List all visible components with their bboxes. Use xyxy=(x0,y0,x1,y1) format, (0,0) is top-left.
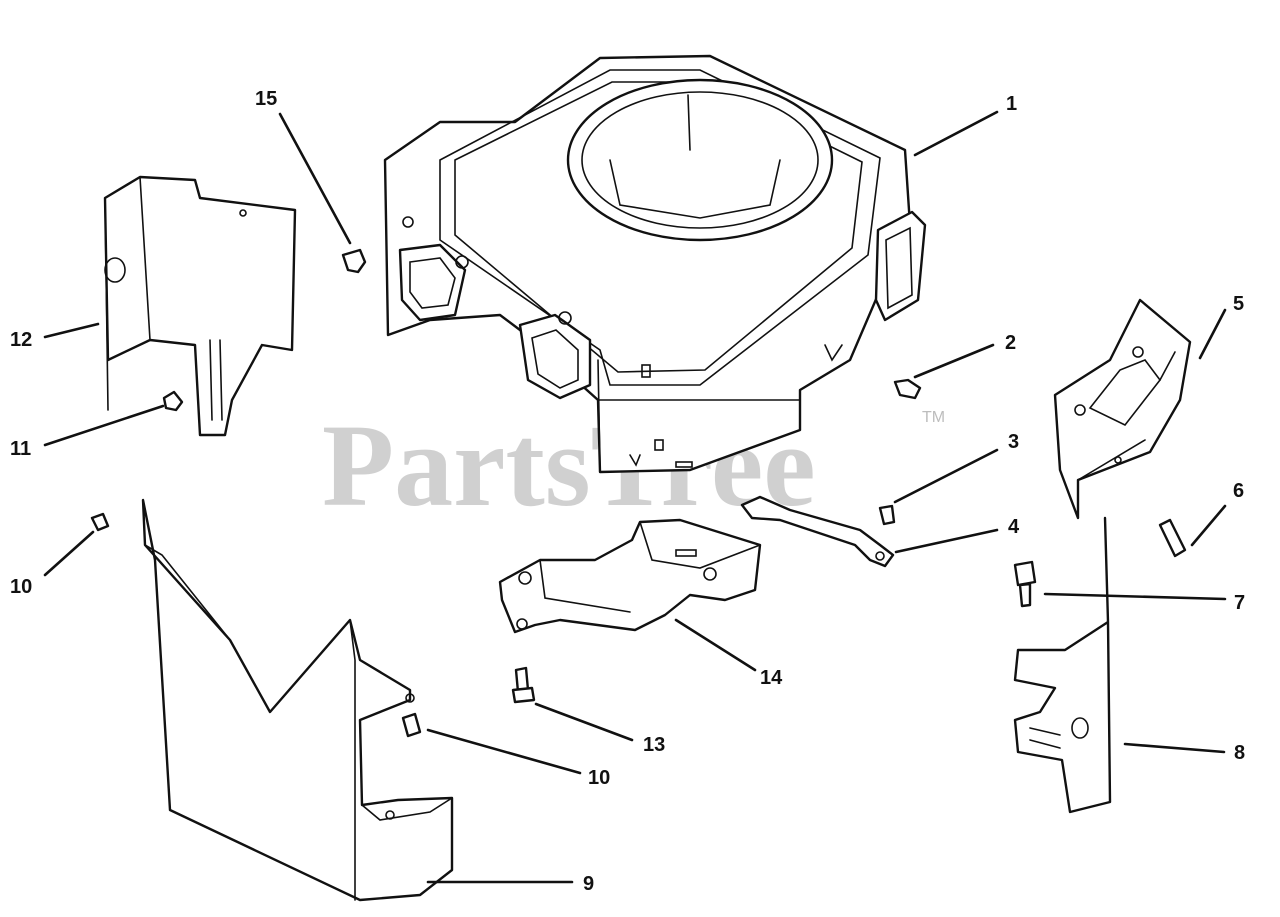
callout-6: 6 xyxy=(1233,480,1244,502)
callout-11: 11 xyxy=(10,438,31,460)
leader-14 xyxy=(674,618,757,672)
part-9-lower-shroud[interactable] xyxy=(141,498,454,902)
part-8-right-panel[interactable] xyxy=(1013,516,1112,814)
part-10-screw-lower[interactable] xyxy=(401,712,422,738)
leader-10b xyxy=(426,728,582,775)
callout-7: 7 xyxy=(1234,592,1245,614)
leader-2 xyxy=(913,343,995,379)
leader-5 xyxy=(1198,308,1227,360)
part-5-right-bracket[interactable] xyxy=(1053,298,1192,520)
callout-8: 8 xyxy=(1234,742,1245,764)
part-6-screw[interactable] xyxy=(1158,518,1187,558)
leader-15 xyxy=(278,112,352,245)
part-3-screw[interactable] xyxy=(878,504,896,526)
leader-7 xyxy=(1043,592,1227,601)
callout-15: 15 xyxy=(255,88,277,110)
part-12-left-shroud[interactable] xyxy=(103,175,297,437)
callout-3: 3 xyxy=(1008,431,1019,453)
leader-8 xyxy=(1123,742,1226,754)
leader-13 xyxy=(534,702,634,742)
leader-lines xyxy=(43,110,1227,884)
callout-10-upper: 10 xyxy=(10,576,32,598)
part-14-mounting-bracket[interactable] xyxy=(498,518,762,634)
callout-1: 1 xyxy=(1006,93,1017,115)
callout-12: 12 xyxy=(10,329,32,351)
leader-1 xyxy=(913,110,999,157)
callout-5: 5 xyxy=(1233,293,1244,315)
callout-14: 14 xyxy=(760,667,783,689)
leader-10a xyxy=(43,530,95,577)
leader-4 xyxy=(894,528,999,554)
part-7-bolt[interactable] xyxy=(1013,560,1037,608)
part-1-blower-housing[interactable] xyxy=(383,54,927,474)
callout-9: 9 xyxy=(583,873,594,895)
callout-4: 4 xyxy=(1008,516,1020,538)
callout-10-lower: 10 xyxy=(588,767,610,789)
part-15-plug[interactable] xyxy=(341,248,367,274)
leader-11 xyxy=(43,404,165,447)
part-13-bolt[interactable] xyxy=(511,666,536,704)
callout-2: 2 xyxy=(1005,332,1016,354)
part-2-screw[interactable] xyxy=(893,378,922,400)
part-11-screw[interactable] xyxy=(162,390,184,412)
part-10-screw-left[interactable] xyxy=(90,512,110,532)
callout-13: 13 xyxy=(643,734,665,756)
watermark-tm: TM xyxy=(922,409,945,426)
leader-12 xyxy=(43,322,100,339)
callout-labels: 1 2 3 4 5 6 7 8 9 10 10 11 12 13 14 15 xyxy=(10,88,1245,895)
leader-6 xyxy=(1190,504,1227,547)
leader-3 xyxy=(893,448,999,504)
part-4-strap[interactable] xyxy=(740,495,895,568)
